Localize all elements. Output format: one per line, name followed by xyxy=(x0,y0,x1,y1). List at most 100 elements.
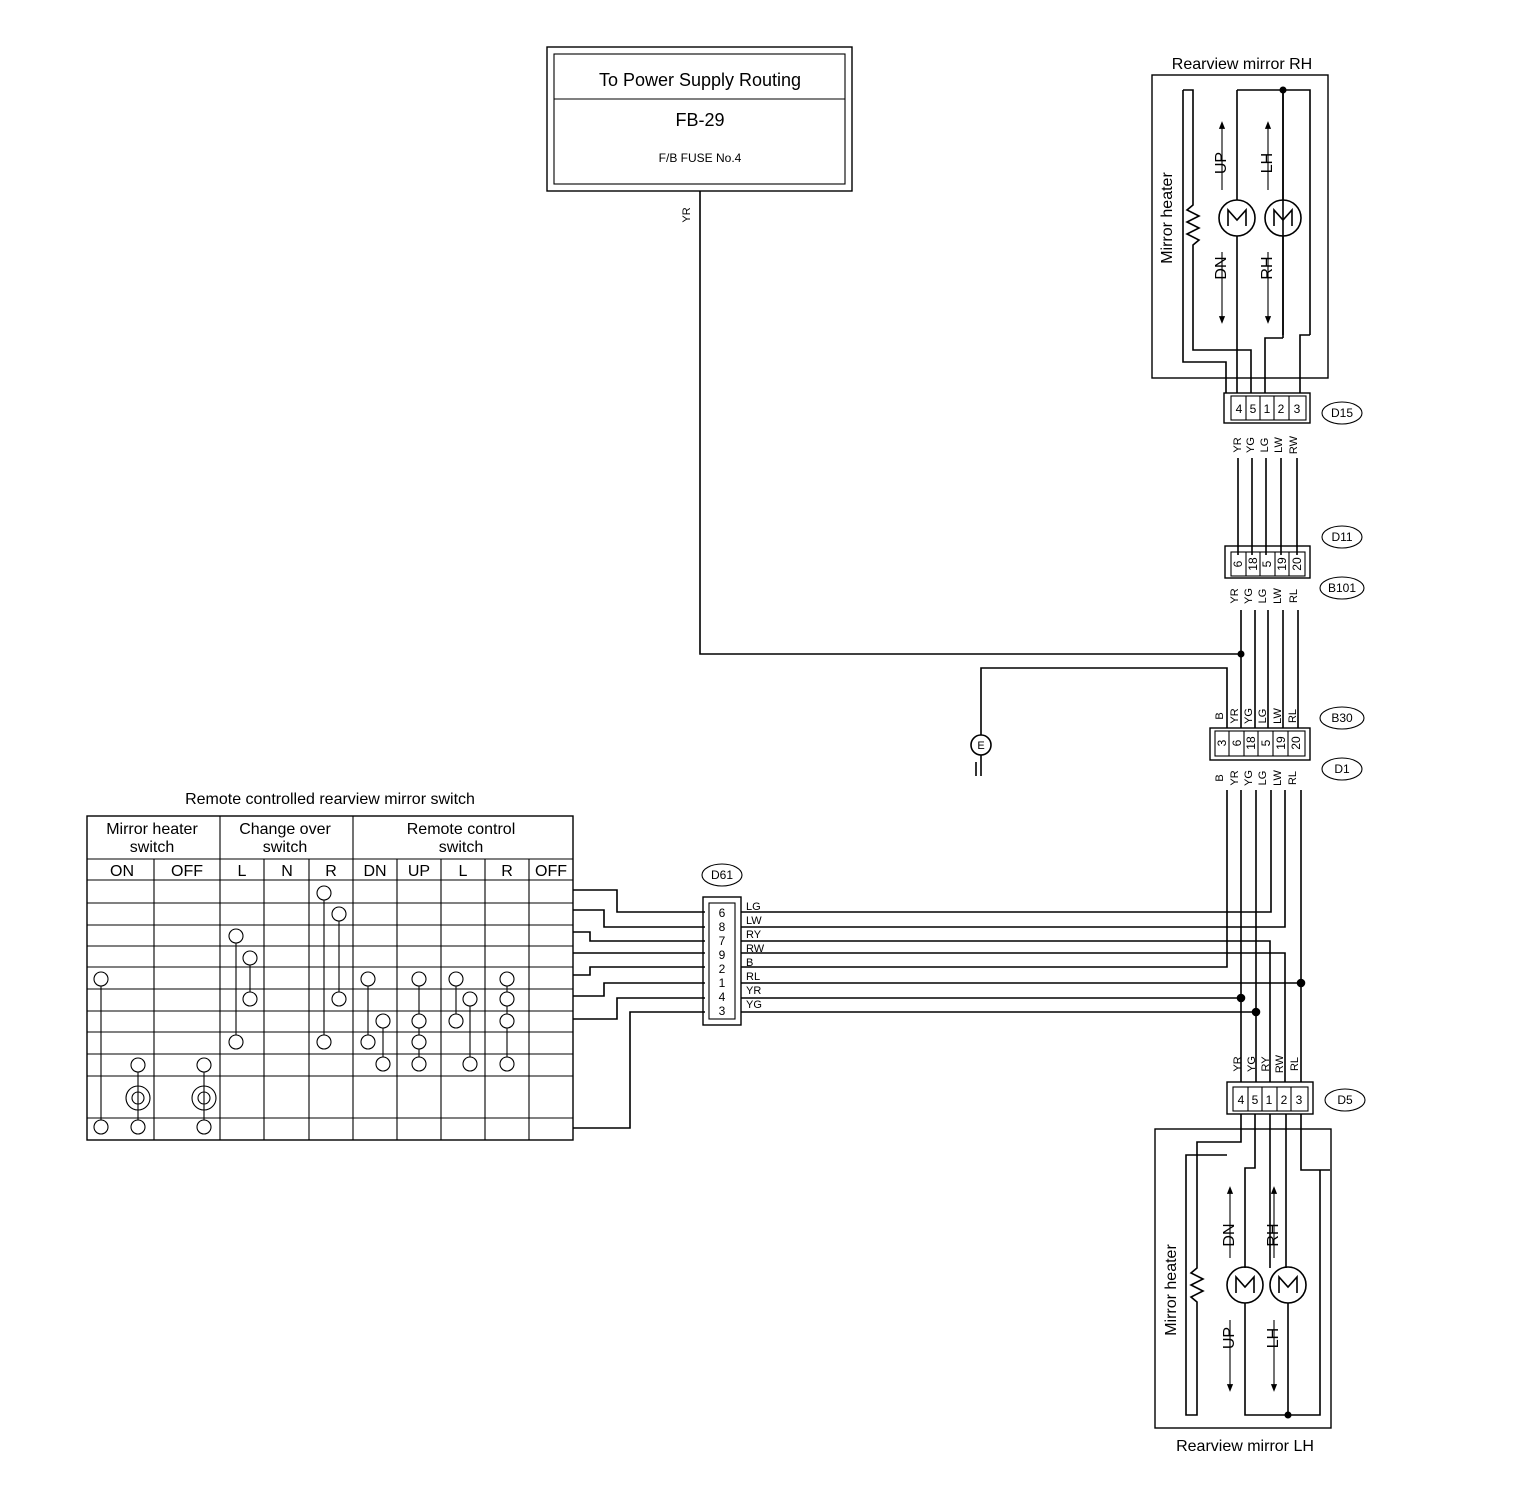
d61-pin: 7 xyxy=(719,934,726,948)
d15-wire: RW xyxy=(1288,435,1300,454)
group-heater-line1: Mirror heater xyxy=(106,821,198,838)
power-wire-label: YR xyxy=(681,207,693,222)
switch-title: Remote controlled rearview mirror switch xyxy=(185,791,475,808)
d15-wire: YR xyxy=(1232,437,1244,452)
d15-pin: 5 xyxy=(1250,402,1257,416)
harness-d15-d11 xyxy=(1237,458,1298,555)
power-wire xyxy=(699,191,1241,655)
power-supply-title: To Power Supply Routing xyxy=(599,70,801,90)
pos-off: OFF xyxy=(171,863,203,880)
harness-b101-b30 xyxy=(980,610,1299,735)
b101-wire: YG xyxy=(1243,588,1255,604)
d11-pin: 5 xyxy=(1260,560,1274,567)
pos-rc-r: R xyxy=(501,863,513,880)
mirror-rh-heater-label: Mirror heater xyxy=(1159,172,1176,264)
d5-wire: YG xyxy=(1246,1056,1258,1072)
b30-wire: RL xyxy=(1287,709,1299,723)
mirror-lh-title: Rearview mirror LH xyxy=(1176,1438,1314,1455)
connector-b30-d1: 3 6 18 5 19 20 B YR YG LG LW RL B30 D1 B… xyxy=(1209,706,1365,786)
d61-pin: 8 xyxy=(719,920,726,934)
mirror-lh-motor1-down: UP xyxy=(1221,1327,1238,1349)
group-changeover-line2: switch xyxy=(263,839,307,856)
harness-d61 xyxy=(741,790,1301,1082)
b101-wire: LG xyxy=(1257,589,1269,604)
d11-pin: 20 xyxy=(1290,557,1304,571)
b30-wire: B xyxy=(1214,712,1226,719)
d15-pin: 2 xyxy=(1278,402,1285,416)
switch-leads xyxy=(573,889,705,1129)
ground-label: E xyxy=(977,740,984,752)
b101-label: B101 xyxy=(1328,581,1356,595)
connector-d15: 4 5 1 2 3 D15 YR YG LG LW RW xyxy=(1223,392,1363,454)
group-remote-line1: Remote control xyxy=(407,821,516,838)
b101-wire: LW xyxy=(1272,588,1284,604)
d61-wire: RY xyxy=(746,929,762,941)
b30-pin: 19 xyxy=(1274,736,1288,750)
d61-wire: LG xyxy=(746,901,761,913)
b101-wire: RL xyxy=(1288,589,1300,603)
b30-wire: YG xyxy=(1243,708,1255,724)
b30-pin: 20 xyxy=(1289,736,1303,750)
d1-wire: YR xyxy=(1229,770,1241,785)
group-remote-line2: switch xyxy=(439,839,483,856)
pos-r: R xyxy=(325,863,337,880)
d1-wire: LW xyxy=(1272,770,1284,786)
indicator-lamp-icon xyxy=(125,1085,217,1111)
d15-pin: 4 xyxy=(1236,402,1243,416)
ground-symbol: E xyxy=(970,734,992,776)
d15-pin: 1 xyxy=(1264,402,1271,416)
d5-pin: 5 xyxy=(1252,1093,1259,1107)
mirror-rh: Rearview mirror RH Mirror heater UP LH D… xyxy=(1151,56,1329,393)
d11-pin: 6 xyxy=(1231,560,1245,567)
d61-pin: 4 xyxy=(719,990,726,1004)
b30-pin: 18 xyxy=(1244,736,1258,750)
b30-label: B30 xyxy=(1331,711,1353,725)
d15-label: D15 xyxy=(1331,406,1353,420)
connector-d11-b101: 6 18 5 19 20 D11 B101 YR YG LG LW RL xyxy=(1224,525,1365,604)
d1-wire: LG xyxy=(1257,771,1269,786)
pos-rc-l: L xyxy=(459,863,468,880)
connector-d61: D61 6 8 7 9 2 1 4 3 LG LW RY RW B RL YR … xyxy=(701,863,765,1026)
d61-pin: 3 xyxy=(719,1004,726,1018)
d61-wire: YG xyxy=(746,999,762,1011)
b30-pin: 3 xyxy=(1215,739,1229,746)
pos-n: N xyxy=(281,863,293,880)
d61-wire: LW xyxy=(746,915,762,927)
group-changeover-line1: Change over xyxy=(239,821,331,838)
pos-on: ON xyxy=(110,863,134,880)
pos-rc-off: OFF xyxy=(535,863,567,880)
d61-wire: YR xyxy=(746,985,761,997)
d11-label: D11 xyxy=(1331,530,1352,544)
connector-d5: YR YG RY RW RL 4 5 1 2 3 D5 xyxy=(1226,1054,1366,1115)
pos-dn: DN xyxy=(363,863,386,880)
d5-wire: RW xyxy=(1274,1054,1286,1073)
mirror-lh-motor1-up: DN xyxy=(1221,1223,1238,1246)
group-heater-line2: switch xyxy=(130,839,174,856)
d1-wire: B xyxy=(1214,774,1226,781)
b101-wire: YR xyxy=(1229,588,1241,603)
mirror-switch: Remote controlled rearview mirror switch… xyxy=(86,791,574,1141)
d11-pin: 18 xyxy=(1246,557,1260,571)
mirror-rh-motor1-down: DN xyxy=(1213,256,1230,279)
d1-label: D1 xyxy=(1334,762,1350,776)
d61-pin: 1 xyxy=(719,976,726,990)
d5-pin: 1 xyxy=(1266,1093,1273,1107)
d5-wire: RY xyxy=(1260,1056,1272,1072)
b30-pin: 6 xyxy=(1230,739,1244,746)
d61-wire: RL xyxy=(746,971,760,983)
d15-wire: LG xyxy=(1259,438,1271,453)
mirror-lh-heater-label: Mirror heater xyxy=(1163,1244,1180,1336)
mirror-rh-motor1-up: UP xyxy=(1213,152,1230,174)
d5-pin: 4 xyxy=(1238,1093,1245,1107)
b30-wire: LG xyxy=(1257,709,1269,724)
d61-label: D61 xyxy=(711,868,733,882)
d1-wire: RL xyxy=(1287,771,1299,785)
b30-wire: YR xyxy=(1229,708,1241,723)
d5-wire: YR xyxy=(1232,1056,1244,1071)
mirror-rh-motor2-down: RH xyxy=(1259,256,1276,279)
d15-wire: LW xyxy=(1273,437,1285,453)
pos-l: L xyxy=(238,863,247,880)
d5-label: D5 xyxy=(1337,1093,1353,1107)
d15-wire: YG xyxy=(1245,437,1257,453)
